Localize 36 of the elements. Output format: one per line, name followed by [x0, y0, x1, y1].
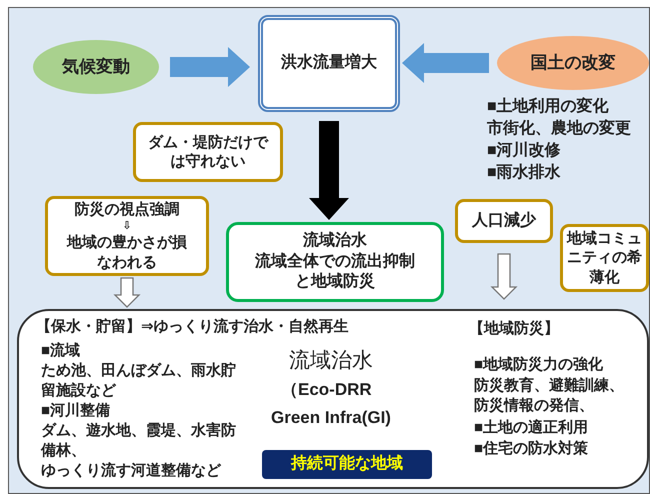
list-item: ■土地の適正利用	[474, 418, 588, 438]
arrow	[170, 47, 250, 87]
process-box: 洪水流量増大	[258, 15, 400, 112]
box-text: ⇩	[121, 219, 133, 234]
list-text: ■雨水排水	[487, 163, 561, 183]
list-item: ■地域防災力の強化	[474, 355, 604, 374]
list-text: ダム、遊水地、霞堤、水害防備林、	[41, 421, 237, 460]
note-box: 人口減少	[455, 199, 553, 243]
badge: 持続可能な地域	[262, 450, 432, 479]
list-text: ゆっくり流す河道整備など	[41, 461, 221, 480]
center-title: 流域治水	[289, 348, 373, 374]
list-text: 市街化、農地の変更	[487, 119, 631, 139]
box-text: 流域全体での流出抑制と地域防災	[254, 252, 416, 292]
section-heading: 【保水・貯留】⇒ゆっくり流す治水・自然再生	[36, 317, 349, 336]
note-box: 地域コミュニティの希薄化	[560, 224, 649, 292]
center-text: （Eco-DRR	[281, 379, 372, 401]
panel	[17, 309, 649, 489]
arrow	[402, 43, 489, 83]
box-heading: 流域治水	[302, 230, 368, 251]
list-item: ■河川整備	[41, 401, 110, 420]
center-text: Green Infra(GI)	[271, 407, 391, 429]
box-heading: 防災の視点強調	[74, 200, 180, 220]
section-heading: 【地域防災】	[469, 319, 559, 338]
arrow	[309, 121, 349, 220]
note-box: ダム・堤防だけでは守れない	[133, 122, 283, 182]
list-text: ため池、田んぼダム、雨水貯留施設など	[41, 361, 237, 400]
arrow	[490, 253, 518, 300]
list-text: ■河川改修	[487, 141, 561, 161]
list-item: ■住宅の防水対策	[474, 439, 588, 458]
list-text: 防災教育、避難訓練、防災情報の発信、	[474, 376, 625, 415]
list-text: ■土地利用の変化	[487, 97, 609, 117]
box-text: 地域の豊かさが損なわれる	[66, 233, 188, 272]
note-box	[45, 196, 209, 276]
arrow	[113, 277, 141, 308]
process-box	[226, 222, 444, 302]
list-item: ■流域	[41, 341, 80, 360]
